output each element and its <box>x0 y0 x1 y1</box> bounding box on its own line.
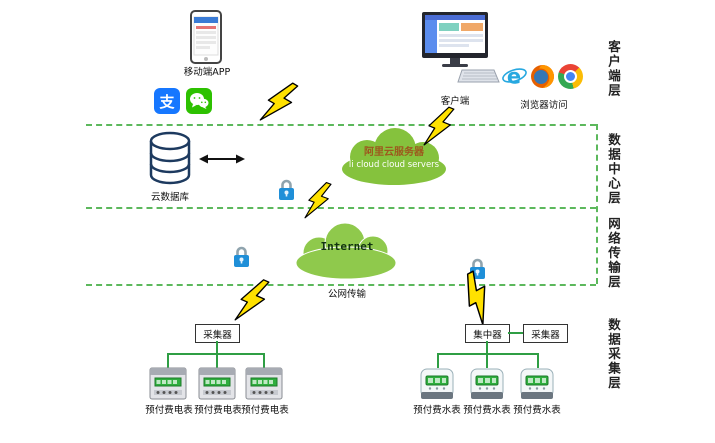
collector-right-box: 采集器 <box>523 324 568 343</box>
mobile-app-label: 移动端APP <box>183 67 231 78</box>
wechat-icon <box>186 88 212 114</box>
database-icon <box>149 131 191 185</box>
browser-access-label: 浏览器访问 <box>520 100 568 111</box>
concentrator-box: 集中器 <box>465 324 510 343</box>
electric-meter-icon <box>198 367 236 400</box>
desktop-computer-icon <box>422 12 500 83</box>
concentrator-collector-link <box>508 332 523 334</box>
connector-line <box>216 341 218 354</box>
connector-line <box>216 353 218 368</box>
electric-meter-label: 预付费电表 <box>241 405 289 416</box>
layer-label-datacenter: 数据中心层 <box>606 133 621 206</box>
electric-meter-icon <box>245 367 283 400</box>
collector-left-box: 采集器 <box>195 324 240 343</box>
connector-line <box>486 353 488 368</box>
layer-divider-right <box>596 124 598 284</box>
layer-divider-1 <box>86 124 596 126</box>
lightning-bolt <box>466 270 486 326</box>
ali-cloud-title: 阿里云服务器 <box>364 147 424 158</box>
cloud-database-label: 云数据库 <box>150 192 189 203</box>
lightning-bolt <box>259 82 299 121</box>
ali-cloud-text: 阿里云服务器 li cloud cloud servers <box>333 143 455 170</box>
layer-label-collection: 数据采集层 <box>606 318 621 391</box>
electric-meter-label: 预付费电表 <box>194 405 242 416</box>
layer-divider-2 <box>86 207 596 209</box>
lock-icon <box>279 179 294 200</box>
sync-double-arrow <box>199 154 245 164</box>
water-meter-label: 预付费水表 <box>413 405 461 416</box>
lock-icon <box>234 246 249 267</box>
connector-line <box>437 353 538 355</box>
lightning-bolt <box>234 279 270 321</box>
water-meter-icon <box>470 368 504 399</box>
water-meter-icon <box>520 368 554 399</box>
layer-label-client: 客户端层 <box>606 40 621 98</box>
connector-line <box>263 353 265 368</box>
client-label: 客户端 <box>440 96 470 107</box>
layer-divider-3 <box>86 284 596 286</box>
water-meter-label: 预付费水表 <box>463 405 511 416</box>
alipay-icon: 支 <box>154 88 180 114</box>
connector-line <box>437 353 439 368</box>
ie-icon: e <box>502 65 527 89</box>
layer-label-network: 网络传输层 <box>606 217 621 290</box>
ie-glyph: e <box>507 65 521 89</box>
water-meter-label: 预付费水表 <box>513 405 561 416</box>
mobile-phone-icon <box>190 10 222 64</box>
lightning-bolt <box>423 106 455 146</box>
firefox-icon <box>531 65 554 88</box>
chrome-icon <box>558 64 583 89</box>
connector-line <box>486 341 488 354</box>
keyboard-icon <box>457 69 500 83</box>
internet-title: Internet <box>320 240 374 253</box>
internet-cloud-shape <box>295 222 397 280</box>
connector-line <box>537 353 539 368</box>
lightning-bolt <box>304 182 332 219</box>
ali-cloud-shape <box>342 128 446 185</box>
electric-meter-label: 预付费电表 <box>145 405 193 416</box>
connector-line <box>167 353 169 368</box>
water-meter-icon <box>420 368 454 399</box>
electric-meter-icon <box>149 367 187 400</box>
transmission-label: 公网传输 <box>327 289 366 300</box>
ali-cloud-subtitle: li cloud cloud servers <box>348 160 440 170</box>
